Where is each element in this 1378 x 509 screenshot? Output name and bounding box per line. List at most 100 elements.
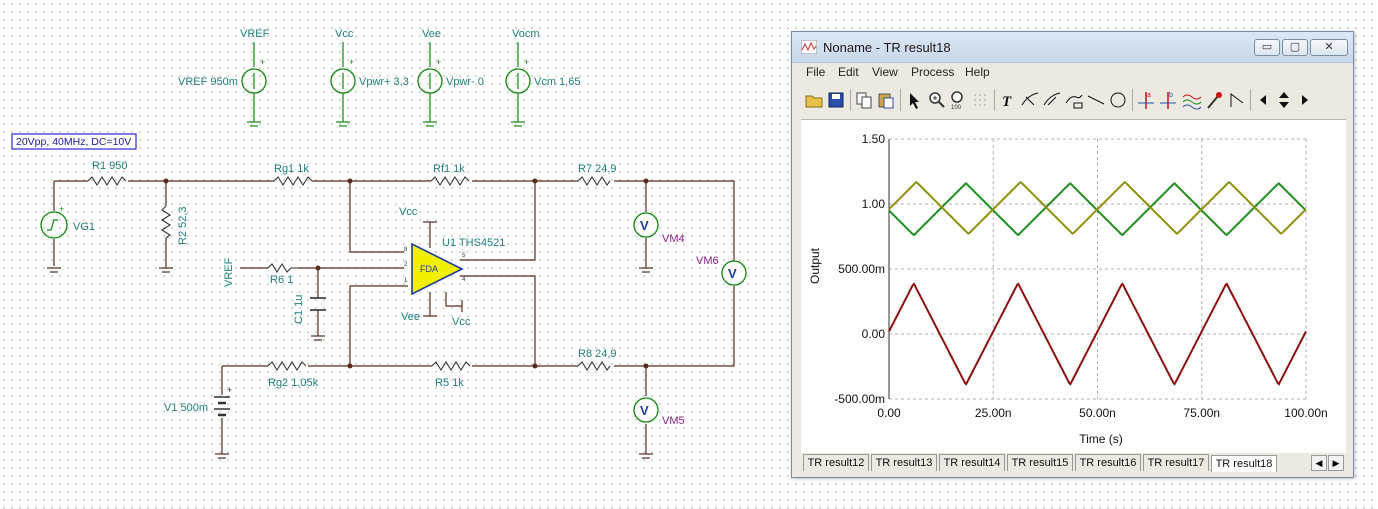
series-line-2	[888, 180, 1307, 235]
tab-tr-result17[interactable]: TR result17	[1143, 454, 1209, 471]
tab-tr-result16[interactable]: TR result16	[1075, 454, 1141, 471]
axis-label-icon[interactable]	[1064, 89, 1084, 111]
y-tick-label: 1.50	[862, 132, 886, 146]
paste-icon[interactable]	[876, 89, 896, 111]
menu-process[interactable]: Process	[911, 65, 955, 79]
grid-icon[interactable]	[970, 89, 990, 111]
svg-text:5: 5	[462, 253, 466, 259]
maximize-button[interactable]: ▢	[1282, 39, 1308, 56]
generator-note: 20Vpp, 40MHz, DC=10V	[16, 136, 131, 148]
waves-icon[interactable]	[1182, 89, 1202, 111]
r6-label: R6 1	[270, 274, 293, 286]
tr-result-window[interactable]: Noname - TR result18 ▭ ▢ ✕ File Edit Vie…	[791, 31, 1354, 478]
vpwr-minus-source[interactable]: Vee + Vpwr- 0	[417, 28, 484, 127]
tab-tr-result13[interactable]: TR result13	[871, 454, 937, 471]
svg-text:a: a	[1147, 92, 1151, 99]
vm4-voltmeter[interactable]: V	[633, 212, 659, 238]
vpwr-plus-label: Vpwr+ 3,3	[359, 76, 409, 88]
vcm-source[interactable]: Vocm + Vcm 1,65	[505, 28, 580, 127]
scroll-right-icon[interactable]	[1294, 89, 1314, 111]
vpwr-plus-source[interactable]: Vcc + Vpwr+ 3,3	[330, 28, 409, 127]
rg1-label: Rg1 1k	[274, 163, 309, 175]
step-icon[interactable]	[1228, 89, 1248, 111]
vm5-label: VM5	[662, 415, 685, 427]
series-line-3	[888, 282, 1307, 386]
toolbar: 100 T a b	[800, 87, 1345, 115]
c1-label: C1 1u	[293, 295, 305, 324]
zoom-in-icon[interactable]	[926, 89, 946, 111]
tab-tr-result18[interactable]: TR result18	[1211, 455, 1277, 472]
r7-label: R7 24,9	[578, 163, 617, 175]
tab-scroll-left-icon[interactable]: ◀	[1311, 455, 1327, 471]
x-tick-label: 0.00	[877, 406, 901, 420]
vcc-top-label: Vcc	[335, 28, 354, 40]
u1-label: U1 THS4521	[442, 237, 505, 249]
svg-text:+: +	[524, 57, 529, 67]
label-curve-alt-icon[interactable]	[1042, 89, 1062, 111]
vg1-generator[interactable]: + VG1	[40, 204, 95, 239]
save-disk-icon[interactable]	[826, 89, 846, 111]
r1-label: R1 950	[92, 160, 127, 172]
menu-edit[interactable]: Edit	[838, 65, 859, 79]
menu-help[interactable]: Help	[965, 65, 990, 79]
circle-tool-icon[interactable]	[1108, 89, 1128, 111]
scroll-left-icon[interactable]	[1254, 89, 1274, 111]
svg-text:T: T	[1002, 94, 1012, 110]
pointer-icon[interactable]	[904, 89, 924, 111]
v1-battery[interactable]: +	[214, 385, 232, 417]
tab-scroll-right-icon[interactable]: ▶	[1328, 455, 1344, 471]
svg-text:+: +	[59, 204, 64, 214]
title-bar[interactable]: Noname - TR result18 ▭ ▢ ✕	[792, 32, 1353, 63]
tab-tr-result12[interactable]: TR result12	[803, 454, 869, 471]
vcc-amp-label: Vcc	[399, 206, 418, 218]
vref-value-label: VREF 950m	[178, 76, 238, 88]
probe-icon[interactable]	[1204, 89, 1224, 111]
fda-label: FDA	[420, 264, 438, 274]
y-tick-label: 0.00	[862, 327, 886, 341]
vm5-voltmeter[interactable]: V	[633, 397, 659, 423]
rg2-label: Rg2 1,05k	[268, 377, 319, 389]
open-folder-icon[interactable]	[804, 89, 824, 111]
svg-text:+: +	[349, 57, 354, 67]
vpwr-minus-label: Vpwr- 0	[446, 76, 484, 88]
close-button[interactable]: ✕	[1310, 39, 1348, 56]
tab-tr-result15[interactable]: TR result15	[1007, 454, 1073, 471]
cursor-b-icon[interactable]: b	[1158, 89, 1178, 111]
svg-text:+: +	[436, 57, 441, 67]
v1-label: V1 500m	[164, 402, 208, 414]
vm6-voltmeter[interactable]: V	[721, 260, 747, 286]
vm6-label: VM6	[696, 255, 719, 267]
x-axis-label: Time (s)	[1079, 432, 1123, 446]
text-tool-icon[interactable]: T	[998, 89, 1018, 111]
r5-resistor	[431, 360, 471, 372]
y-axis-label: Output	[808, 247, 822, 284]
tab-tr-result14[interactable]: TR result14	[939, 454, 1005, 471]
r6-resistor	[267, 262, 298, 274]
schematic-canvas[interactable]: VREF + VREF 950m Vcc + Vpwr+ 3,3 Vee + V…	[0, 0, 790, 509]
svg-text:8: 8	[404, 247, 408, 253]
zoom-100-icon[interactable]: 100	[948, 89, 968, 111]
vm5-symbol: V	[640, 403, 649, 418]
svg-text:100: 100	[951, 105, 962, 111]
r1-resistor	[87, 175, 127, 187]
rf1-label: Rf1 1k	[433, 163, 465, 175]
scroll-updown-icon[interactable]	[1274, 89, 1294, 111]
copy-icon[interactable]	[854, 89, 874, 111]
vref-source[interactable]: VREF + VREF 950m	[178, 28, 270, 127]
y-tick-label: 500.00m	[838, 262, 885, 276]
vref-side-label: VREF	[223, 257, 235, 287]
menu-file[interactable]: File	[806, 65, 826, 79]
vg1-label: VG1	[73, 221, 95, 233]
r5-label: R5 1k	[435, 377, 464, 389]
result-tabs: TR result12 TR result13 TR result14 TR r…	[801, 454, 1346, 472]
line-tool-icon[interactable]	[1086, 89, 1106, 111]
ths4521-amplifier[interactable]: FDA 82 15 4	[404, 242, 466, 296]
vm6-symbol: V	[728, 266, 737, 281]
minimize-button[interactable]: ▭	[1254, 39, 1280, 56]
cursor-a-icon[interactable]: a	[1136, 89, 1156, 111]
menu-view[interactable]: View	[872, 65, 898, 79]
x-tick-label: 100.00n	[1284, 406, 1327, 420]
label-curve-icon[interactable]	[1020, 89, 1040, 111]
